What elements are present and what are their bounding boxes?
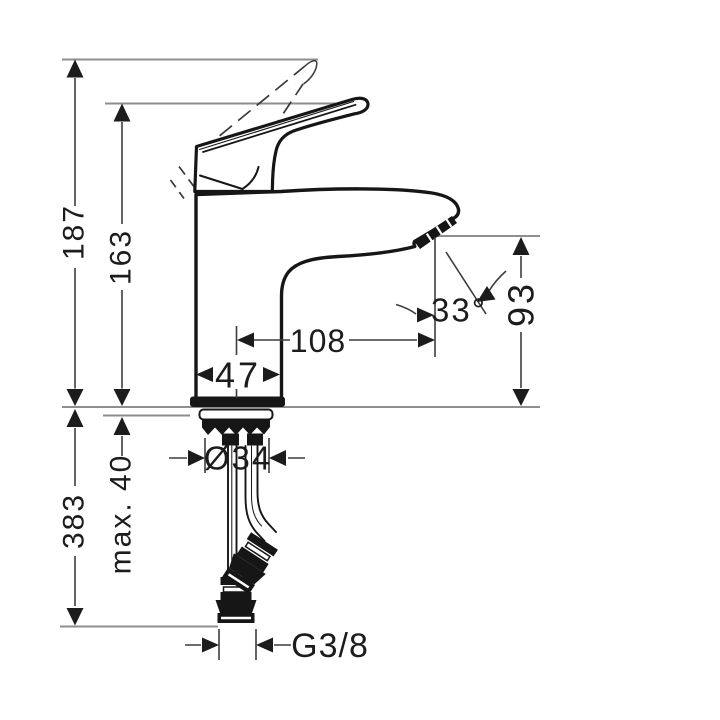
connector-right-band-2 xyxy=(244,541,271,562)
handle-base-dash-1 xyxy=(178,165,199,193)
dim-lever-height-label: 163 xyxy=(105,229,138,285)
arrow-187-bottom xyxy=(66,389,84,406)
connector-right-cone xyxy=(229,553,266,585)
hose-connector-right xyxy=(222,532,278,595)
arrow-dia34-left xyxy=(188,450,205,466)
arrow-angle-diagonal xyxy=(477,286,496,302)
arrow-max40-top xyxy=(113,417,131,435)
arrow-383-bottom xyxy=(66,608,84,626)
dimension-lines xyxy=(74,78,522,660)
dim-hose-length-label: 383 xyxy=(58,493,91,549)
faucet-hardware xyxy=(190,216,457,623)
arrow-163-bottom xyxy=(113,389,131,406)
hose-stub-left xyxy=(222,433,239,446)
base-plate xyxy=(190,396,285,407)
angle-leader-right xyxy=(488,270,507,292)
connector-right-band-3 xyxy=(236,546,269,573)
stream-angle-line xyxy=(445,251,487,315)
lever-top-face-line xyxy=(202,103,357,153)
dim-outlet-angle-label: 33° xyxy=(431,292,487,329)
aerator-band xyxy=(414,216,457,249)
dim-thread-label: G3/8 xyxy=(291,627,369,665)
hose-stub-right xyxy=(247,433,263,446)
handle-base-dash-2 xyxy=(169,179,185,200)
connector-left-cone xyxy=(215,600,257,613)
reference-lines xyxy=(60,58,540,628)
connector-left-band-3 xyxy=(220,592,252,600)
arrow-thread-left xyxy=(202,637,219,653)
arrow-thread-right xyxy=(256,637,273,653)
arrow-47-right xyxy=(263,367,280,382)
hose-right-wall-inner xyxy=(256,445,277,533)
lever-handle xyxy=(193,96,370,194)
toothed-lock-nut xyxy=(202,420,270,435)
arrow-108-left xyxy=(237,332,254,348)
connector-right-slit xyxy=(227,573,250,589)
connector-right-band-1 xyxy=(246,532,278,557)
arrow-108-right xyxy=(418,332,435,348)
arrow-angle-vertical xyxy=(417,307,434,323)
angle-leader-left xyxy=(395,303,417,315)
dim-body-width-label: 47 xyxy=(215,355,261,396)
hose-right-wall-outer xyxy=(244,445,266,542)
faucet-body-and-spout xyxy=(194,187,461,404)
handle-base-cone-curve xyxy=(241,166,260,190)
dim-spout-reach-label: 108 xyxy=(290,323,346,359)
dim-overall-height-label: 187 xyxy=(58,204,91,260)
arrow-163-top xyxy=(113,103,131,122)
hose-right-bore xyxy=(251,445,262,527)
dim-shank-diameter-label: Ø34 xyxy=(204,440,272,477)
dim-max-mounting-label: max. 40 xyxy=(105,454,138,575)
arrow-93-top xyxy=(512,237,530,255)
dim-outlet-height-label: 93 xyxy=(501,281,542,327)
dimension-labels: 187 163 383 max. 40 93 108 47 33° Ø34 G3… xyxy=(58,204,542,665)
arrow-187-top xyxy=(66,59,84,78)
raised-handle-tip-arc xyxy=(303,59,318,85)
arrow-dia34-right xyxy=(269,450,286,466)
faucet-outline xyxy=(193,96,461,578)
handle-base-cone-line xyxy=(199,174,244,190)
lever-top-face-line-2 xyxy=(198,100,355,151)
arrow-383-top xyxy=(66,409,84,427)
mounting-washer xyxy=(198,408,274,421)
arrow-47-left xyxy=(196,367,213,382)
aerator-slits xyxy=(425,218,453,242)
dimension-arrowheads xyxy=(66,59,530,653)
arrow-93-bottom xyxy=(512,389,530,406)
raised-handle-upper-edge xyxy=(200,65,306,152)
